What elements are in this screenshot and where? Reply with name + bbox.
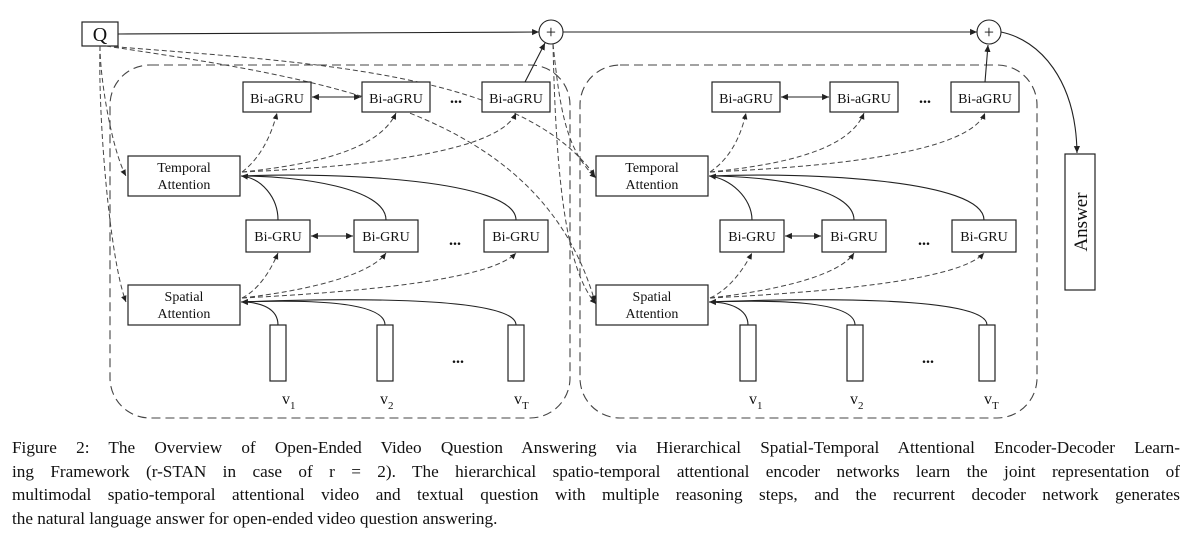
temporal-attention-box [595, 155, 709, 197]
frame-label-v2: v2 [850, 391, 864, 412]
bi-gru-label: Bi-GRU [830, 230, 877, 245]
spatial-attention-label: Spatial [165, 290, 204, 305]
bi-gru-box [483, 219, 549, 253]
caption-line: the natural language answer for open-end… [12, 508, 498, 528]
frame-label-v2: v2 [380, 391, 394, 412]
plus-node-1: + [538, 19, 564, 45]
bi-gru-box [719, 219, 785, 253]
plus-node-2: + [976, 19, 1002, 45]
frame-box [846, 324, 864, 382]
spatial-attention-label: Attention [158, 307, 211, 322]
ellipsis: ... [919, 90, 931, 107]
svg-text:v2: v2 [850, 391, 864, 412]
bi-agru-label: Bi-aGRU [958, 92, 1012, 107]
frame-box [269, 324, 287, 382]
bi-gru-box [353, 219, 419, 253]
frame-box [978, 324, 996, 382]
plus-symbol-2: + [984, 22, 994, 42]
ellipsis: ... [450, 90, 462, 107]
encoder-module-2: Temporal Attention Spatial Attention Bi-… [579, 44, 1038, 419]
bi-gru-box [821, 219, 887, 253]
bi-agru-box [829, 81, 899, 113]
bi-agru-box [242, 81, 312, 113]
bi-gru-label: Bi-GRU [254, 230, 301, 245]
bi-agru-box [361, 81, 431, 113]
caption-line: ing Framework (r-STAN in case of r = 2).… [12, 461, 1180, 481]
frame-box [507, 324, 525, 382]
bi-agru-box [950, 81, 1020, 113]
svg-text:vT: vT [984, 391, 999, 412]
temporal-attention-label: Temporal [625, 161, 679, 176]
bi-gru-label: Bi-GRU [728, 230, 775, 245]
bi-gru-label: Bi-GRU [960, 230, 1007, 245]
answer-label: Answer [1071, 192, 1092, 252]
frame-label-v1: v1 [282, 391, 296, 412]
temporal-attention-box [127, 155, 241, 197]
spatial-attention-label: Spatial [633, 290, 672, 305]
spatial-attention-box [595, 284, 709, 326]
encoder-module-1: Temporal Attention Spatial Attention Bi-… [109, 42, 597, 419]
bi-gru-label: Bi-GRU [362, 230, 409, 245]
plus-symbol-1: + [546, 22, 556, 42]
spatial-attention-box [127, 284, 241, 326]
spatial-attention-label: Attention [626, 307, 679, 322]
bi-agru-label: Bi-aGRU [489, 92, 543, 107]
caption-line: multimodal spatio-temporal attentional v… [12, 485, 1180, 504]
answer-box [1064, 153, 1096, 291]
ellipsis: ... [452, 350, 464, 367]
temporal-attention-label: Attention [158, 178, 211, 193]
bi-gru-box [951, 219, 1017, 253]
temporal-attention-label: Temporal [157, 161, 211, 176]
bi-gru-label: Bi-GRU [492, 230, 539, 245]
frame-label-v1: v1 [749, 391, 763, 412]
frame-box [376, 324, 394, 382]
svg-text:v1: v1 [749, 391, 763, 412]
figure-caption: Figure 2: The Overview of Open-Ended Vid… [12, 436, 1180, 530]
svg-text:v2: v2 [380, 391, 394, 412]
caption-line: Figure 2: The Overview of Open-Ended Vid… [12, 438, 1180, 457]
ellipsis: ... [922, 350, 934, 367]
architecture-diagram: Q + + Answer Temporal Attention Spatial … [81, 19, 1096, 419]
bi-agru-label: Bi-aGRU [837, 92, 891, 107]
bi-agru-box [711, 81, 781, 113]
svg-text:vT: vT [514, 391, 529, 412]
bi-agru-label: Bi-aGRU [719, 92, 773, 107]
frame-label-vT: vT [514, 391, 529, 412]
bi-gru-box [245, 219, 311, 253]
bi-agru-label: Bi-aGRU [369, 92, 423, 107]
svg-text:v1: v1 [282, 391, 296, 412]
ellipsis: ... [918, 232, 930, 249]
bi-agru-label: Bi-aGRU [250, 92, 304, 107]
question-label: Q [93, 24, 108, 46]
temporal-attention-label: Attention [626, 178, 679, 193]
frame-box [739, 324, 757, 382]
frame-label-vT: vT [984, 391, 999, 412]
bi-agru-box [481, 81, 551, 113]
ellipsis: ... [449, 232, 461, 249]
